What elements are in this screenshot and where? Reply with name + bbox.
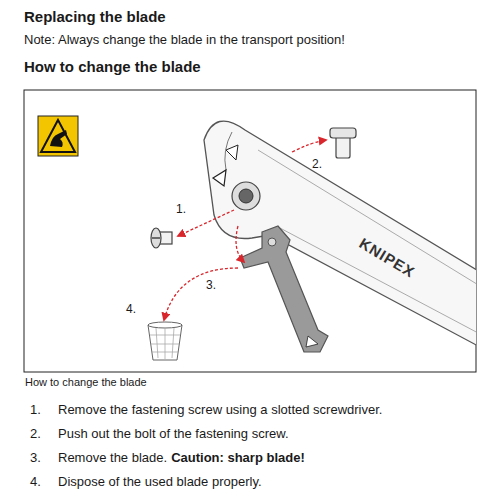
waste-basket — [148, 322, 182, 360]
step-text: Remove the fastening screw using a slott… — [58, 402, 382, 418]
callout-number: 1. — [176, 202, 186, 216]
fastening-screw — [151, 228, 172, 248]
callout-number: 3. — [206, 278, 216, 292]
fastening-bolt — [330, 128, 356, 158]
callout-number: 2. — [312, 157, 322, 171]
step-number: 3. — [30, 450, 41, 466]
arrow-screw — [178, 210, 234, 236]
arrow-blade — [236, 226, 244, 262]
step-number: 4. — [30, 474, 41, 490]
step-text: Remove the blade. — [58, 450, 167, 466]
step-number: 2. — [30, 426, 41, 442]
step-text: Dispose of the used blade properly. — [58, 474, 262, 490]
arrow-dispose — [164, 268, 238, 320]
section-heading: How to change the blade — [24, 58, 201, 76]
arrow-bolt — [292, 140, 326, 152]
warning-icon — [38, 116, 78, 156]
blade — [240, 226, 328, 352]
note: Note: Always change the blade in the tra… — [24, 32, 345, 48]
warning-text: Caution: sharp blade! — [171, 450, 305, 466]
callout-number: 4. — [126, 302, 136, 316]
figure-caption: How to change the blade — [25, 376, 147, 389]
page-title: Replacing the blade — [24, 8, 166, 26]
removal-arrows — [164, 140, 326, 320]
step-number: 1. — [30, 402, 41, 418]
step-text: Push out the bolt of the fastening screw… — [58, 426, 289, 442]
stripper-tool — [204, 121, 476, 347]
